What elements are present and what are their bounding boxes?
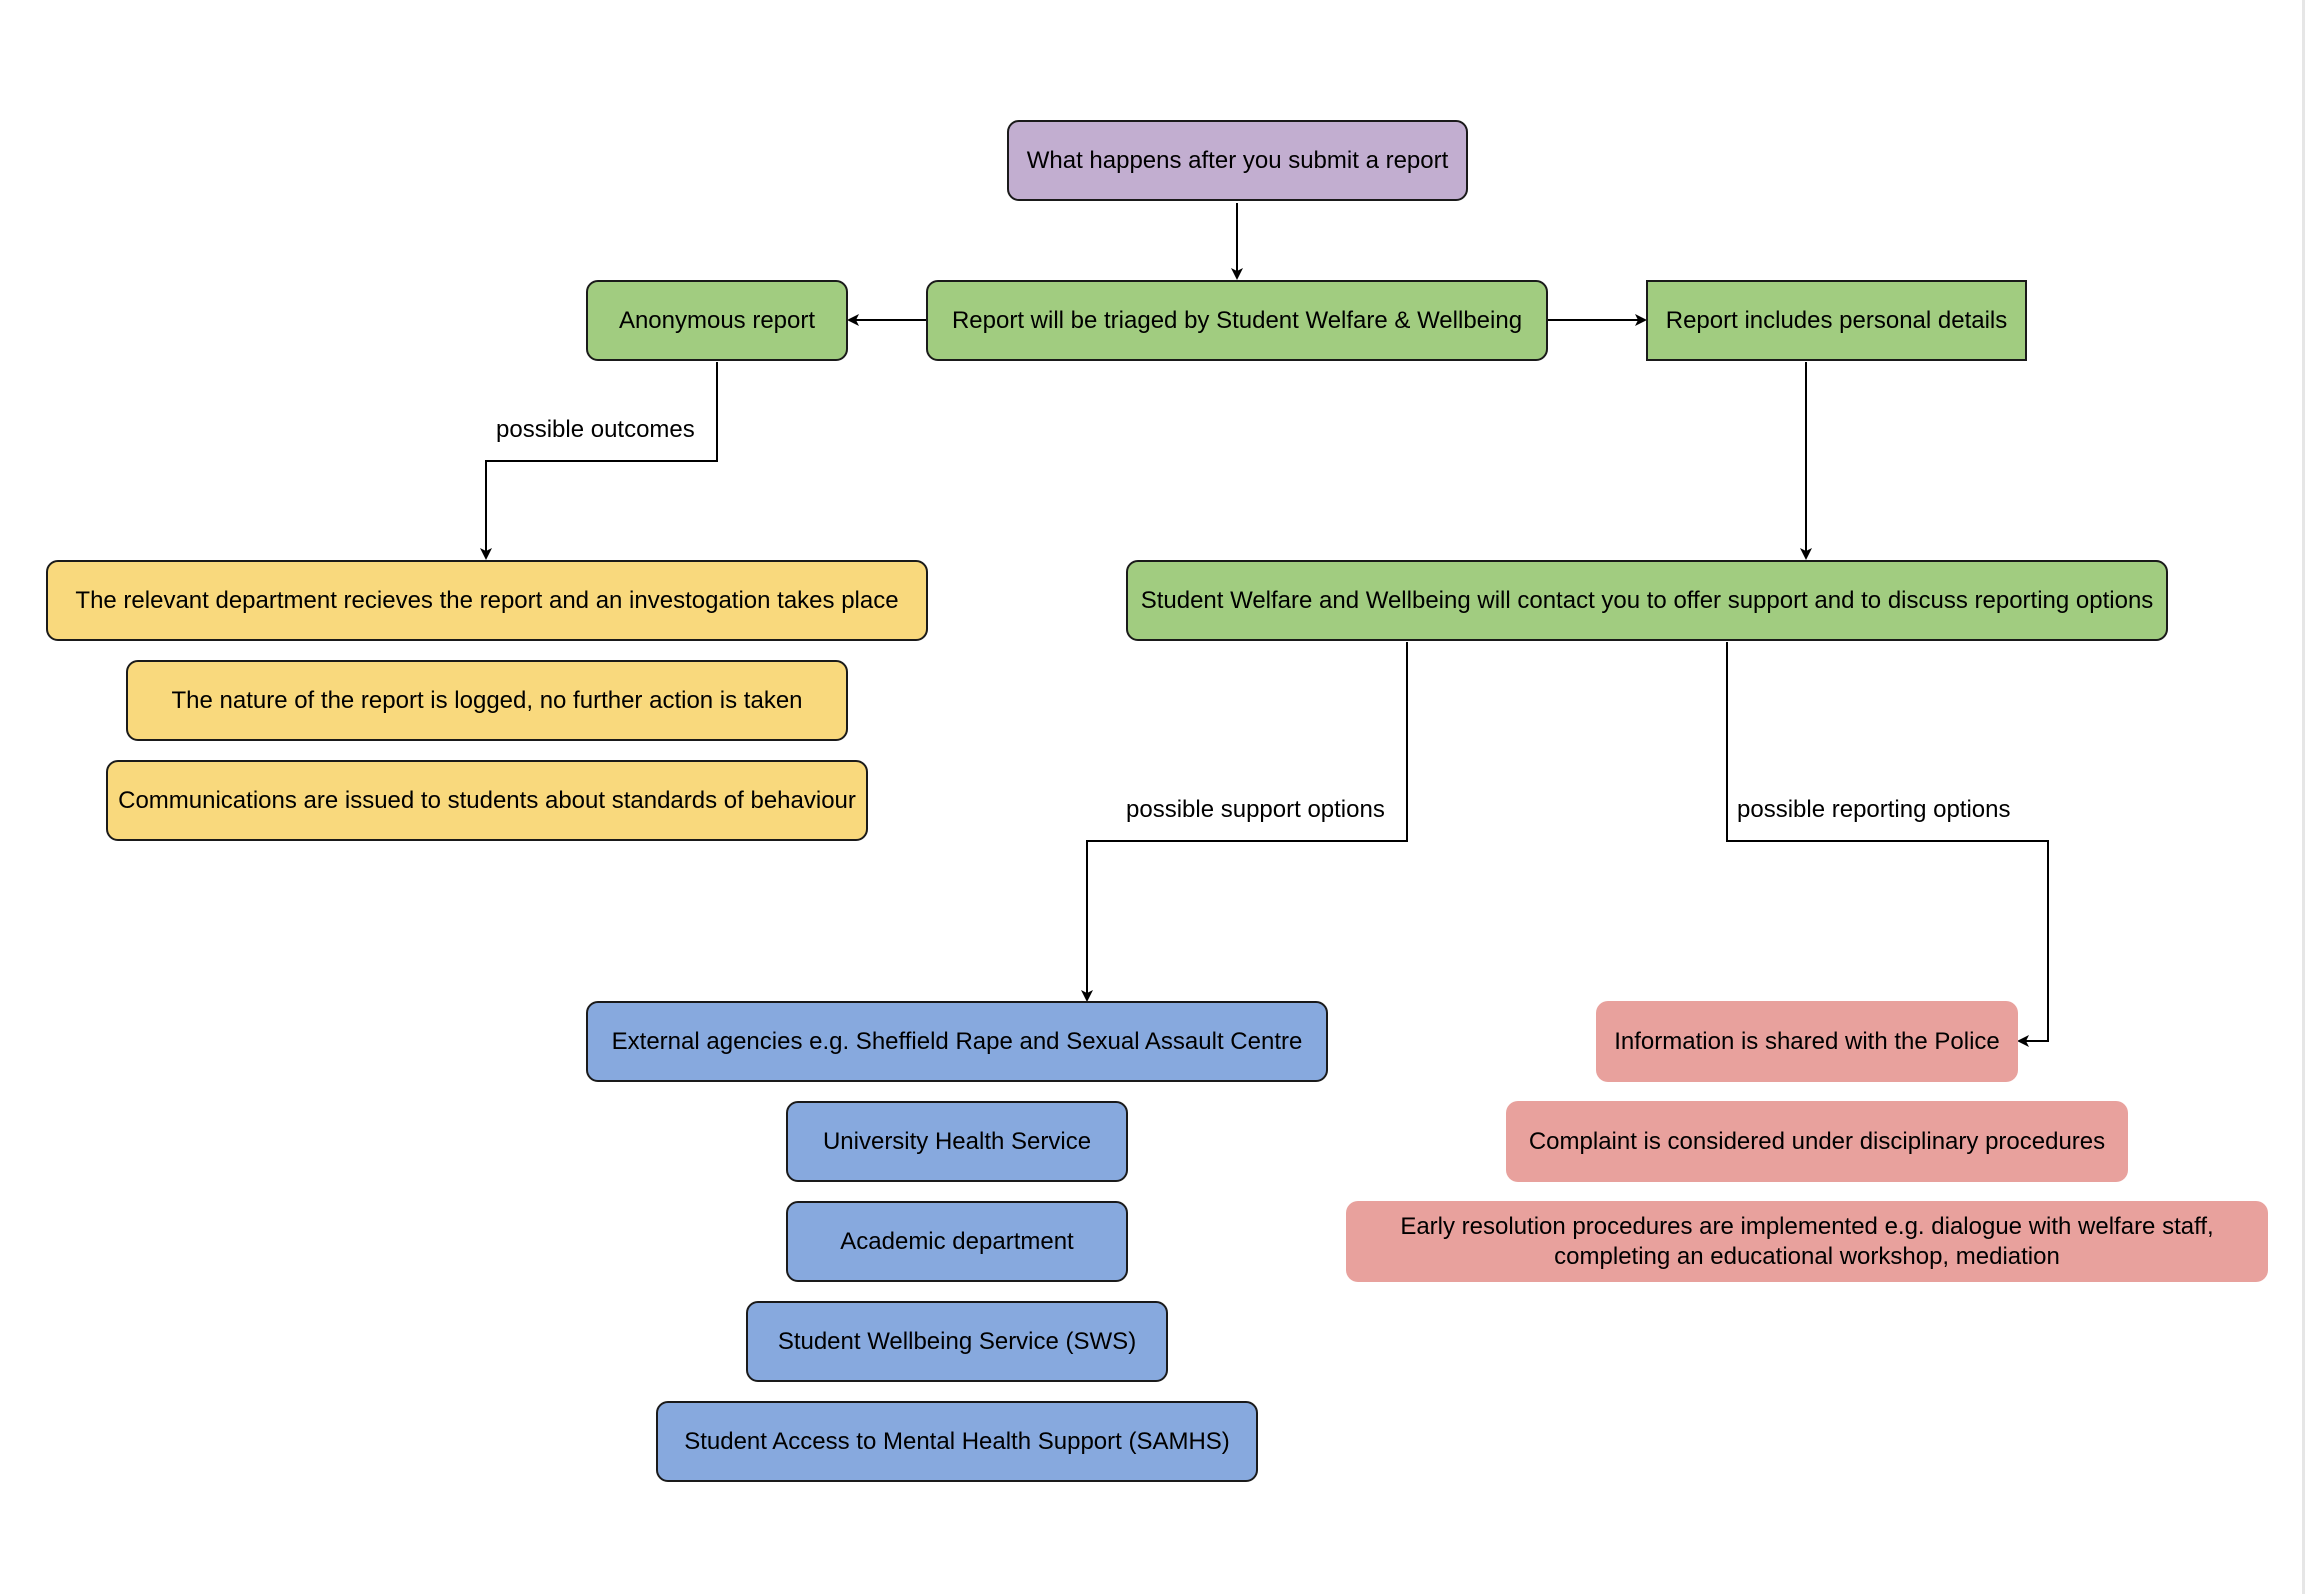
anonymous-report-node: Anonymous report [586,280,848,361]
canvas-right-edge [2302,0,2305,1594]
support-health-service-node: University Health Service [786,1101,1128,1182]
reporting-disciplinary-node: Complaint is considered under disciplina… [1506,1101,2128,1182]
reporting-early-resolution-node: Early resolution procedures are implemen… [1346,1201,2268,1282]
outcome-logged-node: The nature of the report is logged, no f… [126,660,848,741]
edge-label-outcomes: possible outcomes [492,415,699,445]
triage-node: Report will be triaged by Student Welfar… [926,280,1548,361]
support-academic-department-node: Academic department [786,1201,1128,1282]
personal-details-node: Report includes personal details [1646,280,2027,361]
contact-node: Student Welfare and Wellbeing will conta… [1126,560,2168,641]
edge-contact-to-reporting [1726,642,2049,1047]
support-sws-node: Student Wellbeing Service (SWS) [746,1301,1168,1382]
reporting-police-node: Information is shared with the Police [1596,1001,2018,1082]
edge-label-support: possible support options [1122,795,1389,825]
support-external-agencies-node: External agencies e.g. Sheffield Rape an… [586,1001,1328,1082]
edge-contact-to-support [1081,642,1408,1002]
edge-anonymous-to-outcomes [480,362,718,560]
root-node: What happens after you submit a report [1007,120,1468,201]
outcome-communications-node: Communications are issued to students ab… [106,760,868,841]
outcome-investigation-node: The relevant department recieves the rep… [46,560,928,641]
edge-label-reporting: possible reporting options [1733,795,2015,825]
support-samhs-node: Student Access to Mental Health Support … [656,1401,1258,1482]
